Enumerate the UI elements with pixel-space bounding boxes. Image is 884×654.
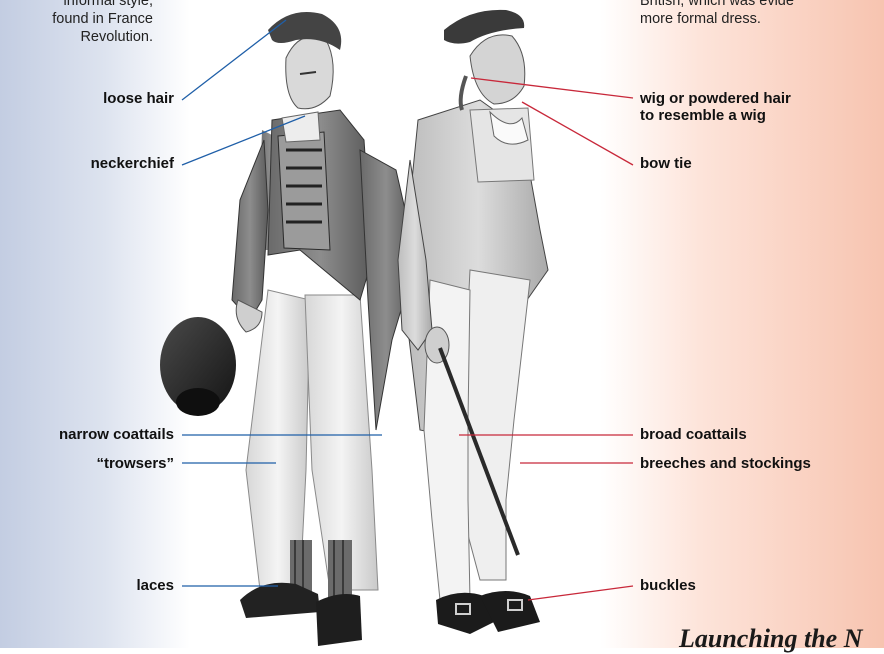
- label-wig-line-1: wig or powdered hair: [640, 90, 791, 107]
- label-wig: wig or powdered hair to resemble a wig: [640, 90, 791, 124]
- leader-bow-tie: [522, 102, 633, 165]
- leader-buckles: [528, 586, 633, 600]
- label-broad-coattails: broad coattails: [640, 426, 747, 443]
- label-loose-hair: loose hair: [103, 90, 174, 107]
- left-figure: [160, 12, 412, 646]
- chapter-title: Launching the N: [679, 624, 863, 654]
- label-laces: laces: [136, 577, 174, 594]
- label-bow-tie: bow tie: [640, 155, 692, 172]
- label-narrow-coattails: narrow coattails: [59, 426, 174, 443]
- label-neckerchief: neckerchief: [91, 155, 174, 172]
- leader-loose-hair: [182, 20, 286, 100]
- label-trowsers: “trowsers”: [96, 455, 174, 472]
- label-buckles: buckles: [640, 577, 696, 594]
- label-breeches: breeches and stockings: [640, 455, 811, 472]
- label-wig-line-2: to resemble a wig: [640, 107, 791, 124]
